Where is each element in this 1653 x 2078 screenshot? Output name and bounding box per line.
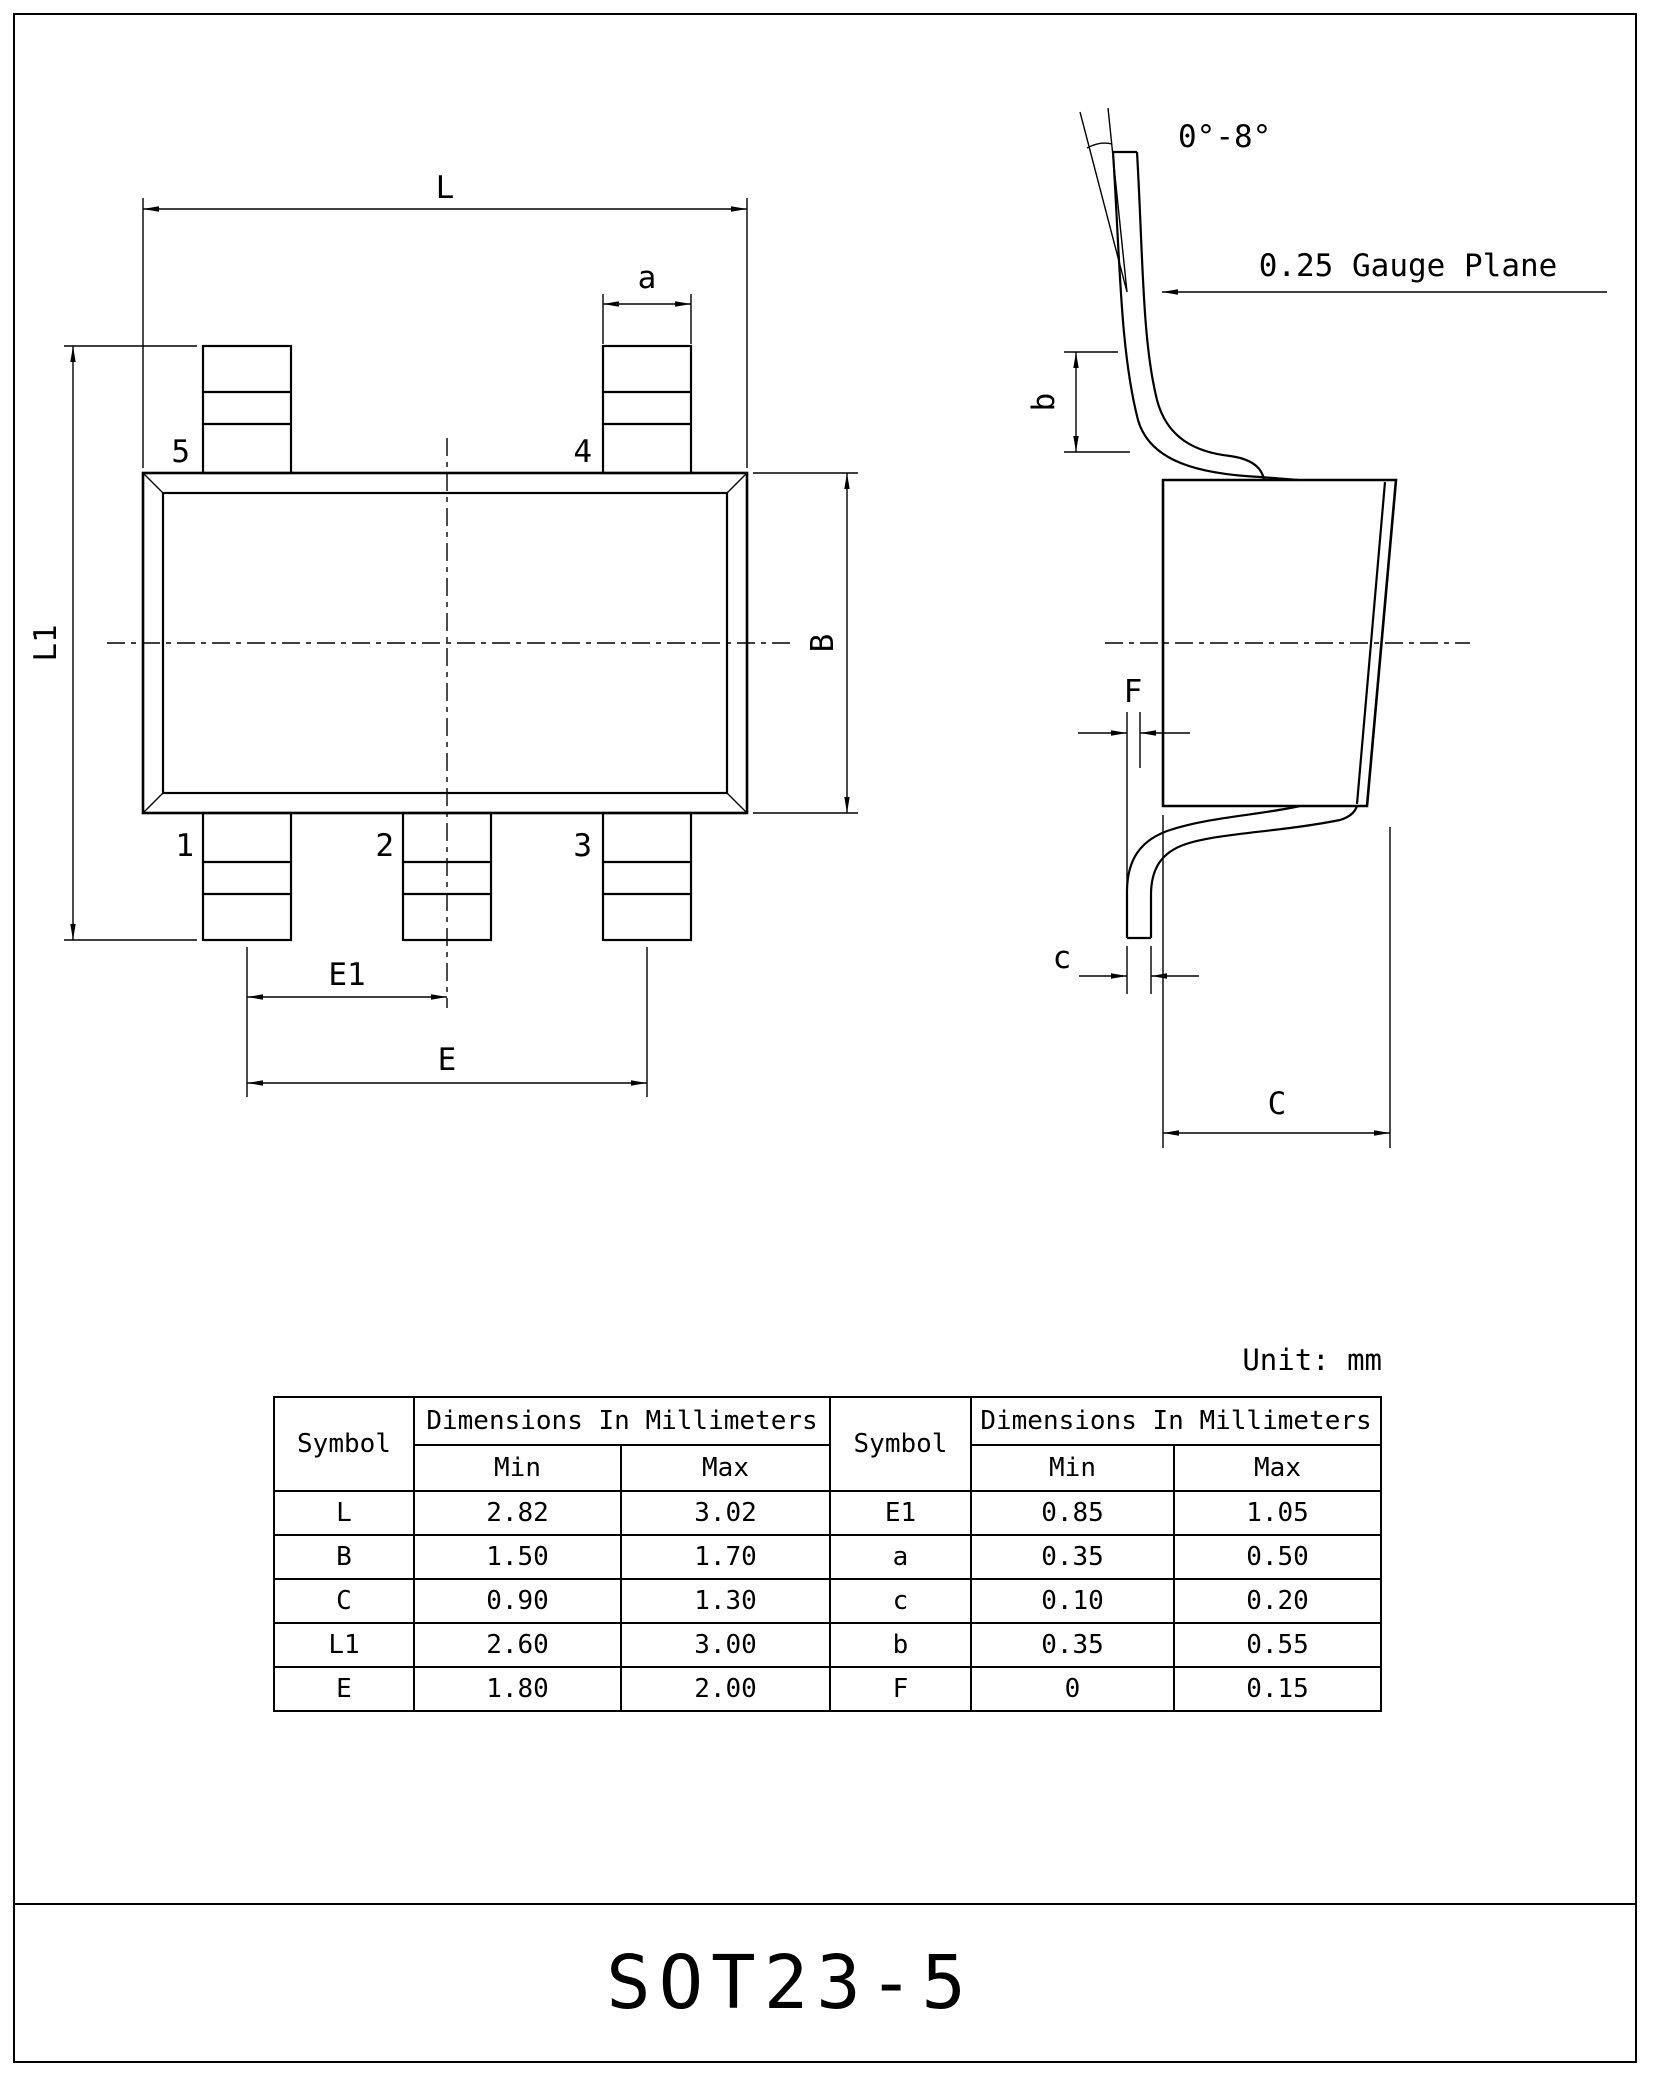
centerlines-top-view — [107, 438, 790, 1008]
dimension-F — [1078, 712, 1190, 885]
symbol-header: Symbol — [829, 1396, 972, 1492]
pin-5-shape — [201, 344, 293, 475]
pin-4-shape — [601, 344, 693, 475]
min-header: Min — [970, 1444, 1175, 1492]
gauge-plane-label: 0.25 Gauge Plane — [1259, 248, 1558, 284]
min-cell: 0.90 — [413, 1578, 622, 1624]
dim-label-C: C — [1268, 1086, 1287, 1122]
max-cell: 1.05 — [1173, 1490, 1382, 1536]
dim-label-a: a — [638, 260, 657, 296]
lead-bottom-profile — [1125, 804, 1359, 940]
max-header: Max — [620, 1444, 831, 1492]
min-cell: 0.35 — [970, 1534, 1175, 1580]
pin-1-label: 1 — [175, 828, 194, 864]
pin-2-label: 2 — [375, 828, 394, 864]
dim-label-L: L — [436, 170, 455, 206]
max-cell: 1.70 — [620, 1534, 831, 1580]
pin-3-shape — [601, 811, 693, 942]
dim-label-L1: L1 — [28, 624, 64, 661]
max-cell: 0.20 — [1173, 1578, 1382, 1624]
dims-header: Dimensions In Millimeters — [413, 1396, 831, 1446]
symbol-cell: a — [829, 1534, 972, 1580]
dimension-c — [1079, 946, 1199, 994]
symbol-cell: E — [273, 1666, 415, 1712]
dimension-C — [1162, 815, 1391, 1148]
angle-annotation — [1079, 107, 1128, 293]
min-cell: 1.80 — [413, 1666, 622, 1712]
unit-label: Unit: mm — [1242, 1343, 1382, 1377]
min-cell: 0.10 — [970, 1578, 1175, 1624]
max-cell: 3.00 — [620, 1622, 831, 1668]
symbol-cell: C — [273, 1578, 415, 1624]
lead-top-profile — [1111, 150, 1299, 482]
drawing-title: SOT23-5 — [606, 1940, 974, 2026]
min-cell: 0 — [970, 1666, 1175, 1712]
table-row: B 1.50 1.70 a 0.35 0.50 — [273, 1534, 1382, 1580]
dimension-B — [753, 472, 858, 814]
table-row: L1 2.60 3.00 b 0.35 0.55 — [273, 1622, 1382, 1668]
symbol-cell: E1 — [829, 1490, 972, 1536]
min-cell: 0.35 — [970, 1622, 1175, 1668]
table-row: C 0.90 1.30 c 0.10 0.20 — [273, 1578, 1382, 1624]
dimension-a — [602, 294, 692, 344]
dim-label-c: c — [1053, 940, 1072, 976]
dimension-L — [142, 198, 748, 468]
min-cell: 2.60 — [413, 1622, 622, 1668]
dimension-b — [1064, 351, 1130, 453]
pin-3-label: 3 — [573, 828, 592, 864]
min-cell: 0.85 — [970, 1490, 1175, 1536]
dim-label-b: b — [1026, 393, 1062, 412]
symbol-cell: B — [273, 1534, 415, 1580]
drawing-border — [13, 13, 1637, 2063]
table-row: L 2.82 3.02 E1 0.85 1.05 — [273, 1490, 1382, 1536]
table-header-row: Symbol Dimensions In Millimeters Symbol … — [273, 1396, 1382, 1492]
symbol-cell: b — [829, 1622, 972, 1668]
dimension-E — [246, 947, 648, 1097]
symbol-cell: L1 — [273, 1622, 415, 1668]
pin-1-shape — [201, 811, 293, 942]
dim-label-F: F — [1124, 674, 1143, 710]
dimension-L1 — [64, 345, 197, 941]
max-cell: 0.15 — [1173, 1666, 1382, 1712]
dims-header: Dimensions In Millimeters — [970, 1396, 1382, 1446]
table-subheader-row: Min Max Min Max — [274, 1444, 1382, 1492]
min-cell: 1.50 — [413, 1534, 622, 1580]
symbol-cell: c — [829, 1578, 972, 1624]
angle-label: 0°-8° — [1178, 119, 1271, 155]
min-header: Min — [413, 1444, 622, 1492]
dim-label-E: E — [438, 1042, 457, 1078]
table-row: E 1.80 2.00 F 0 0.15 — [273, 1666, 1382, 1712]
package-top-view: L L1 a B E1 E 5 4 1 2 3 — [28, 170, 858, 1097]
symbol-cell: L — [273, 1490, 415, 1536]
max-cell: 3.02 — [620, 1490, 831, 1536]
max-cell: 0.55 — [1173, 1622, 1382, 1668]
body-side-outline — [1161, 478, 1398, 808]
max-header: Max — [1173, 1444, 1382, 1492]
title-block-divider — [13, 1903, 1637, 1905]
symbol-header: Symbol — [273, 1396, 415, 1492]
dim-label-B: B — [805, 634, 841, 653]
max-cell: 1.30 — [620, 1578, 831, 1624]
max-cell: 2.00 — [620, 1666, 831, 1712]
symbol-cell: F — [829, 1666, 972, 1712]
dimension-table: Symbol Dimensions In Millimeters Symbol … — [273, 1396, 1382, 1712]
dim-label-E1: E1 — [328, 957, 365, 993]
pin-4-label: 4 — [573, 434, 592, 470]
pin-5-label: 5 — [171, 434, 190, 470]
package-side-view: 0°-8° 0.25 Gauge Plane b F c C — [1026, 107, 1607, 1148]
min-cell: 2.82 — [413, 1490, 622, 1536]
max-cell: 0.50 — [1173, 1534, 1382, 1580]
